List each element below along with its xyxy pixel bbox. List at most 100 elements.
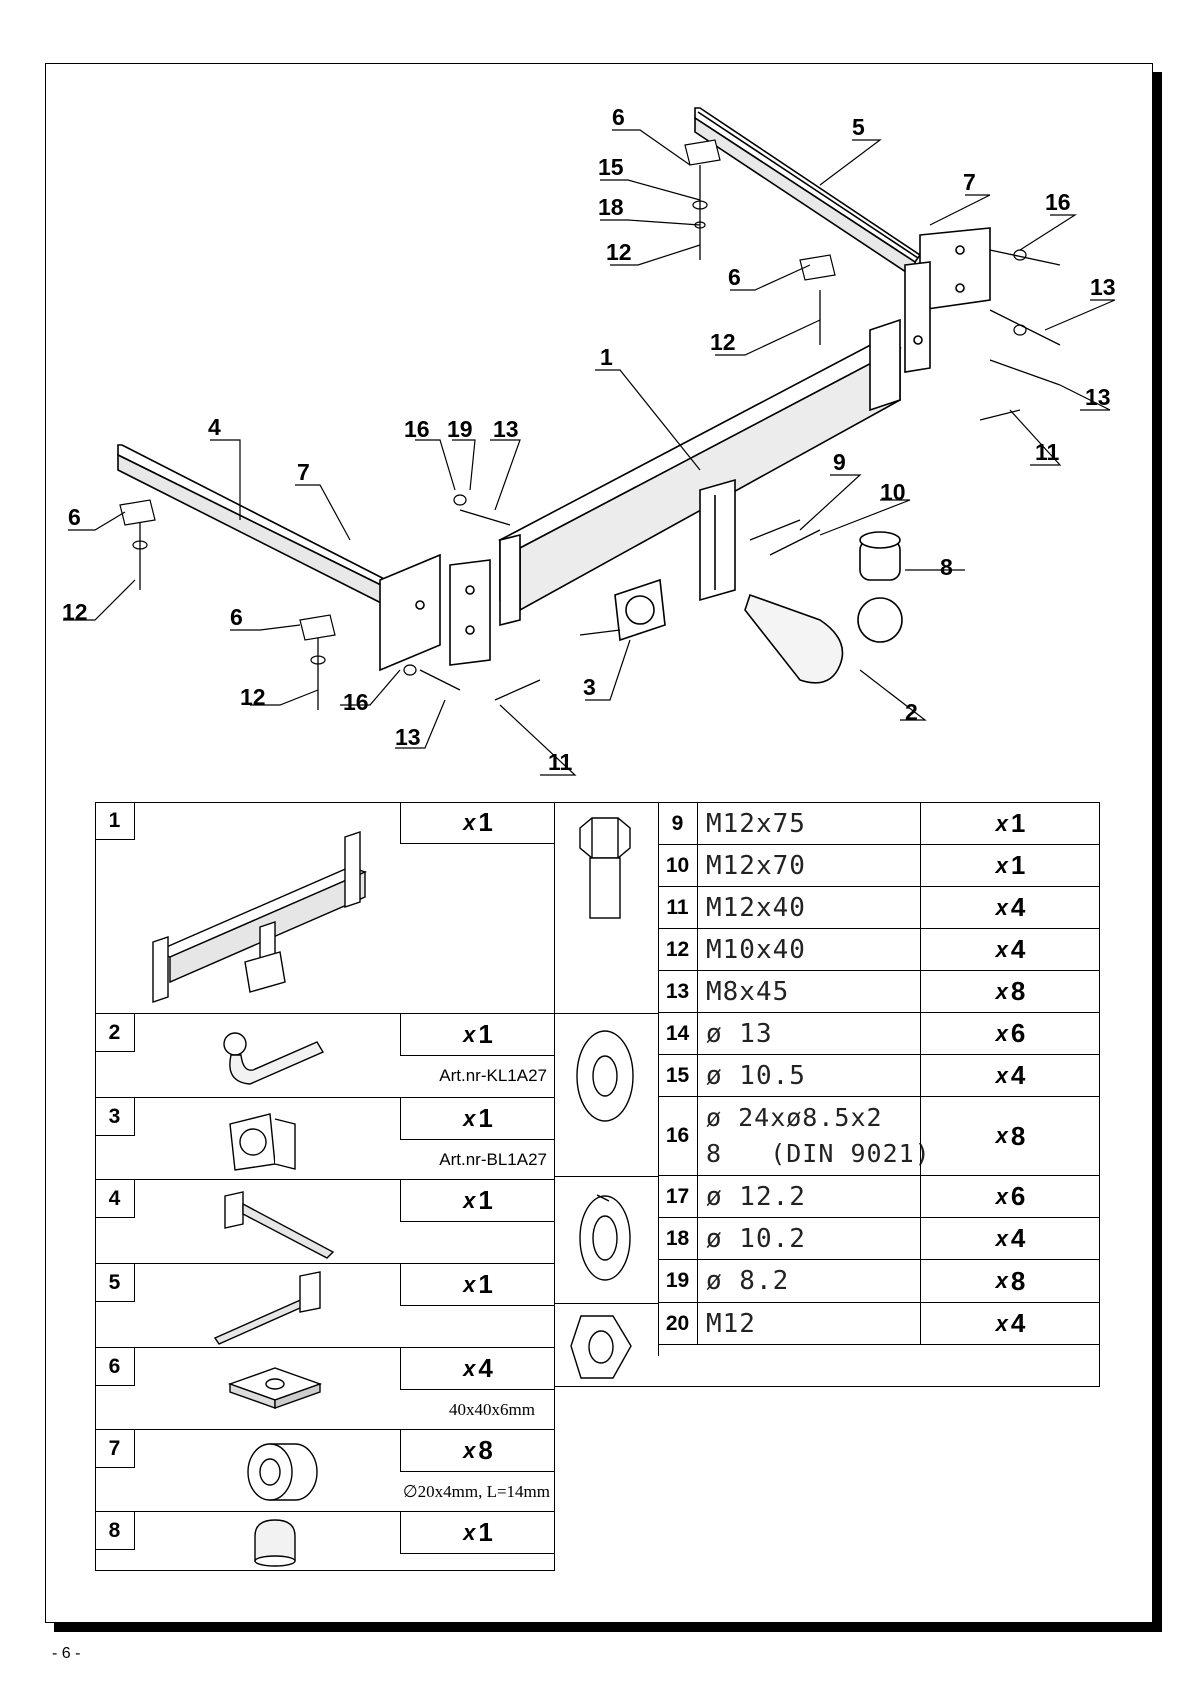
hardware-spec: ø 12.2 [706, 1181, 806, 1212]
part-article-number: Art.nr-KL1A27 [439, 1066, 547, 1085]
callout-10: 10 [880, 479, 906, 505]
callout-13: 13 [1090, 274, 1116, 300]
ball-cover-icon [254, 1519, 296, 1567]
callout-6: 6 [230, 604, 243, 630]
callout-12: 12 [240, 684, 266, 710]
part-number: 4 [95, 1180, 135, 1218]
tow-ball [744, 531, 903, 684]
callout-19: 19 [447, 416, 473, 442]
part-article-number: Art.nr-BL1A27 [439, 1150, 547, 1169]
bracket-left [379, 553, 491, 672]
callout-18: 18 [598, 194, 624, 220]
hardware-spec: M12x70 [706, 850, 806, 881]
callout-2: 2 [905, 699, 918, 725]
hardware-number: 19 [658, 1260, 698, 1302]
callout-4: 4 [208, 414, 221, 440]
page-number: - 6 - [52, 1645, 81, 1662]
spring-washer-icon [579, 1194, 631, 1281]
callout-5: 5 [852, 114, 865, 140]
callout-11: 11 [548, 749, 573, 775]
hardware-spec: ø 24xø8.5x2 8 (DIN 9021) [706, 1103, 931, 1168]
hardware-number: 17 [658, 1176, 698, 1217]
hardware-spec: ø 10.5 [706, 1060, 806, 1091]
callout-6: 6 [728, 264, 741, 290]
crossbar-icon [152, 831, 367, 1003]
callout-6: 6 [68, 504, 81, 530]
part-number: 7 [95, 1430, 135, 1468]
hardware-spec: ø 10.2 [706, 1223, 806, 1254]
part-dimension: ∅20x4mm, L=14mm [402, 1482, 550, 1501]
hardware-number: 12 [658, 929, 698, 970]
square-plate-icon [227, 1367, 323, 1409]
flat-washer-icon [576, 1030, 634, 1122]
hardware-spec: M12x40 [706, 892, 806, 923]
exploded-diagram: 6 5 15 18 12 7 16 13 13 11 6 12 1 4 7 6 … [62, 104, 1116, 776]
hardware-spec: M12x75 [706, 808, 806, 839]
side-bar-right-icon [213, 1271, 321, 1345]
hardware-number: 9 [658, 803, 698, 844]
bolts [139, 165, 1061, 710]
hardware-spec: ø 13 [706, 1018, 773, 1049]
callout-8: 8 [940, 554, 953, 580]
side-bar-left [117, 444, 402, 612]
washers [119, 139, 1027, 676]
hardware-number: 18 [658, 1218, 698, 1259]
callout-16: 16 [343, 689, 369, 715]
side-bar-right [694, 107, 922, 280]
hex-nut-icon [570, 1315, 632, 1379]
callout-16: 16 [404, 416, 430, 442]
leader-lines [63, 129, 1116, 776]
callout-13: 13 [493, 416, 519, 442]
side-bar-left-icon [224, 1191, 335, 1259]
hardware-number: 16 [658, 1097, 698, 1175]
hardware-number: 13 [658, 971, 698, 1012]
callout-7: 7 [963, 169, 976, 195]
main-crossbar [498, 318, 902, 627]
part-number: 6 [95, 1348, 135, 1386]
hardware-spec: M8x45 [706, 976, 790, 1007]
callout-13: 13 [395, 724, 421, 750]
spacer-icon [247, 1443, 318, 1501]
hardware-spec: M12 [706, 1308, 756, 1339]
callout-11: 11 [1035, 439, 1060, 465]
callout-7: 7 [297, 459, 310, 485]
hardware-number: 20 [658, 1303, 698, 1344]
callout-9: 9 [833, 449, 846, 475]
hardware-number: 15 [658, 1055, 698, 1096]
hardware-number: 10 [658, 845, 698, 886]
socket-plate [614, 578, 666, 642]
part-number: 8 [95, 1512, 135, 1550]
bracket-right [904, 227, 991, 373]
hardware-number: 11 [658, 887, 698, 928]
callout-3: 3 [583, 674, 596, 700]
